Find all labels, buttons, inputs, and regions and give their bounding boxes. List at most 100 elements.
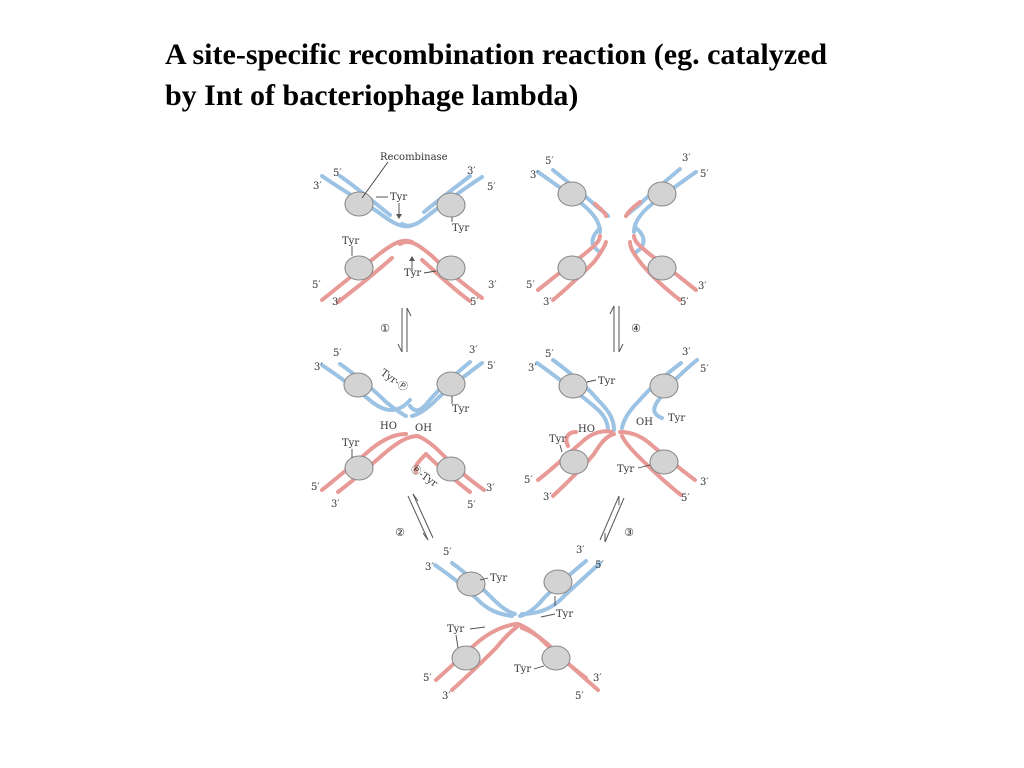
step-number: ③ (624, 526, 634, 539)
blue-strand-left (535, 361, 610, 430)
panel-recombinant-product: 5′ 3′ 3′ 5′ 5′ 3′ 3′ 5′ (526, 153, 709, 308)
blue-strand-left (320, 363, 412, 412)
step-number: ② (395, 526, 405, 539)
blue-strand-crossover-right (634, 226, 646, 254)
end-label: 5′ (575, 691, 584, 702)
equilibrium-arrow-reverse-icon (412, 493, 434, 539)
red-strand-left (434, 622, 518, 682)
recombinase-top-right (543, 569, 573, 595)
recombinase-top-left (344, 191, 374, 217)
end-label: 3′ (698, 281, 707, 292)
end-label: 5′ (526, 280, 535, 291)
tyr-leader-1 (479, 577, 489, 581)
tyr-label-3: Tyr (447, 624, 464, 635)
end-label: 5′ (680, 297, 689, 308)
recombinase-bottom-right (647, 255, 677, 281)
equilibrium-arrow-forward-icon (407, 495, 429, 541)
recombinase-top-left (558, 373, 588, 399)
tyr-leader-4 (533, 665, 545, 670)
tyr-arrow-left-icon (540, 613, 556, 618)
end-label: 3′ (682, 153, 691, 164)
end-label: 5′ (487, 182, 496, 193)
panel-holliday-intermediate: Tyr Tyr Tyr Tyr 5′ 3′ 3′ 5′ 5′ 3′ 3′ 5′ (423, 545, 604, 702)
tyr-label-2: Tyr (452, 223, 469, 234)
tyr-label-3: Tyr (342, 236, 359, 247)
blue-strand-right-outer (520, 561, 602, 616)
recombinase-leader-line (361, 161, 389, 199)
equilibrium-arrowhead-reverse-icon (406, 307, 412, 317)
oh-label: OH (415, 423, 432, 434)
step-number: ④ (631, 322, 641, 335)
end-label: 3′ (593, 673, 602, 684)
end-label: 5′ (311, 482, 320, 493)
red-strand-right-outer (628, 240, 682, 302)
red-strand-left (536, 429, 614, 482)
recombinase-top-right (647, 181, 677, 207)
red-strand-hook (564, 430, 578, 448)
step-4: ④ (609, 305, 641, 353)
ho-label: HO (578, 424, 595, 435)
end-label: 5′ (467, 500, 476, 511)
tyr-label-2: Tyr (342, 438, 359, 449)
end-label: 3′ (576, 545, 585, 556)
equilibrium-arrowhead-forward-icon (422, 532, 429, 541)
recombinase-bottom-right (541, 645, 571, 671)
tyr-label-1: Tyr (490, 573, 507, 584)
equilibrium-arrowhead-forward-icon (397, 343, 403, 353)
end-label: 5′ (545, 349, 554, 360)
recombinase-bottom-left (344, 255, 374, 281)
panel-initial-complex: Recombinase Tyr Tyr Tyr Tyr 5′ 3′ 3′ 5′ … (312, 152, 497, 308)
end-label: 3′ (543, 492, 552, 503)
panel-second-cleavage: Tyr Tyr HO OH Tyr Tyr 5′ 3′ 3′ 5′ 5′ 3′ … (524, 347, 709, 504)
blue-strand-left (536, 170, 602, 234)
step-1: ① (380, 307, 412, 353)
tyr-label-3: Tyr (549, 434, 566, 445)
end-label: 3′ (331, 499, 340, 510)
end-label: 5′ (545, 156, 554, 167)
tyr-leader-1 (586, 379, 597, 383)
tyr-label-4: Tyr (617, 464, 634, 475)
phosphate-tyr-label: Ⓟ-Tyr (408, 463, 440, 490)
end-label: 5′ (487, 361, 496, 372)
recombinase-bottom-left (451, 645, 481, 671)
recombinase-bottom-right (436, 255, 466, 281)
tyr-label-4: Tyr (514, 664, 531, 675)
red-strand-right-outer (620, 434, 683, 497)
recombinase-top-left (456, 571, 486, 597)
end-label: 3′ (442, 691, 451, 702)
end-label: 3′ (425, 562, 434, 573)
end-label: 3′ (467, 166, 476, 177)
recombinase-bottom-right (649, 449, 679, 475)
end-label: 5′ (595, 560, 604, 571)
slide-title-line-2: by Int of bacteriophage lambda) (165, 79, 579, 112)
red-strand-right (618, 430, 697, 482)
tyr-leader-3 (455, 634, 459, 649)
tyr-label-1: Tyr (452, 404, 469, 415)
red-strand-left-outer (551, 240, 608, 302)
end-label: 5′ (470, 297, 479, 308)
ho-label: HO (380, 421, 397, 432)
red-strand-right (632, 234, 698, 292)
end-label: 3′ (528, 363, 537, 374)
equilibrium-arrowhead-reverse-icon (618, 343, 624, 353)
blue-strand-right (632, 170, 698, 234)
end-label: 3′ (314, 362, 323, 373)
tyr-label-2: Tyr (668, 413, 685, 424)
tyr-label-2: Tyr (556, 609, 573, 620)
end-label: 5′ (681, 493, 690, 504)
red-strand-left-outer (336, 256, 394, 304)
slide-title: A site-specific recombination reaction (… (165, 34, 965, 116)
red-strand-right (414, 434, 486, 492)
end-label: 5′ (312, 280, 321, 291)
tyr-phosphate-label: Tyr-Ⓟ (378, 367, 410, 394)
blue-strand-crossover-left (590, 226, 602, 254)
recombinase-top-left (557, 181, 587, 207)
recombinase-top-right (436, 192, 466, 218)
red-strand-right-outer (420, 258, 472, 303)
end-label: 3′ (469, 345, 478, 356)
red-strand-right (398, 239, 484, 300)
tyr-leader-4 (423, 270, 437, 274)
recombinase-bottom-left (344, 455, 374, 481)
end-label: 3′ (332, 297, 341, 308)
tyr-label-1: Tyr (390, 192, 407, 203)
